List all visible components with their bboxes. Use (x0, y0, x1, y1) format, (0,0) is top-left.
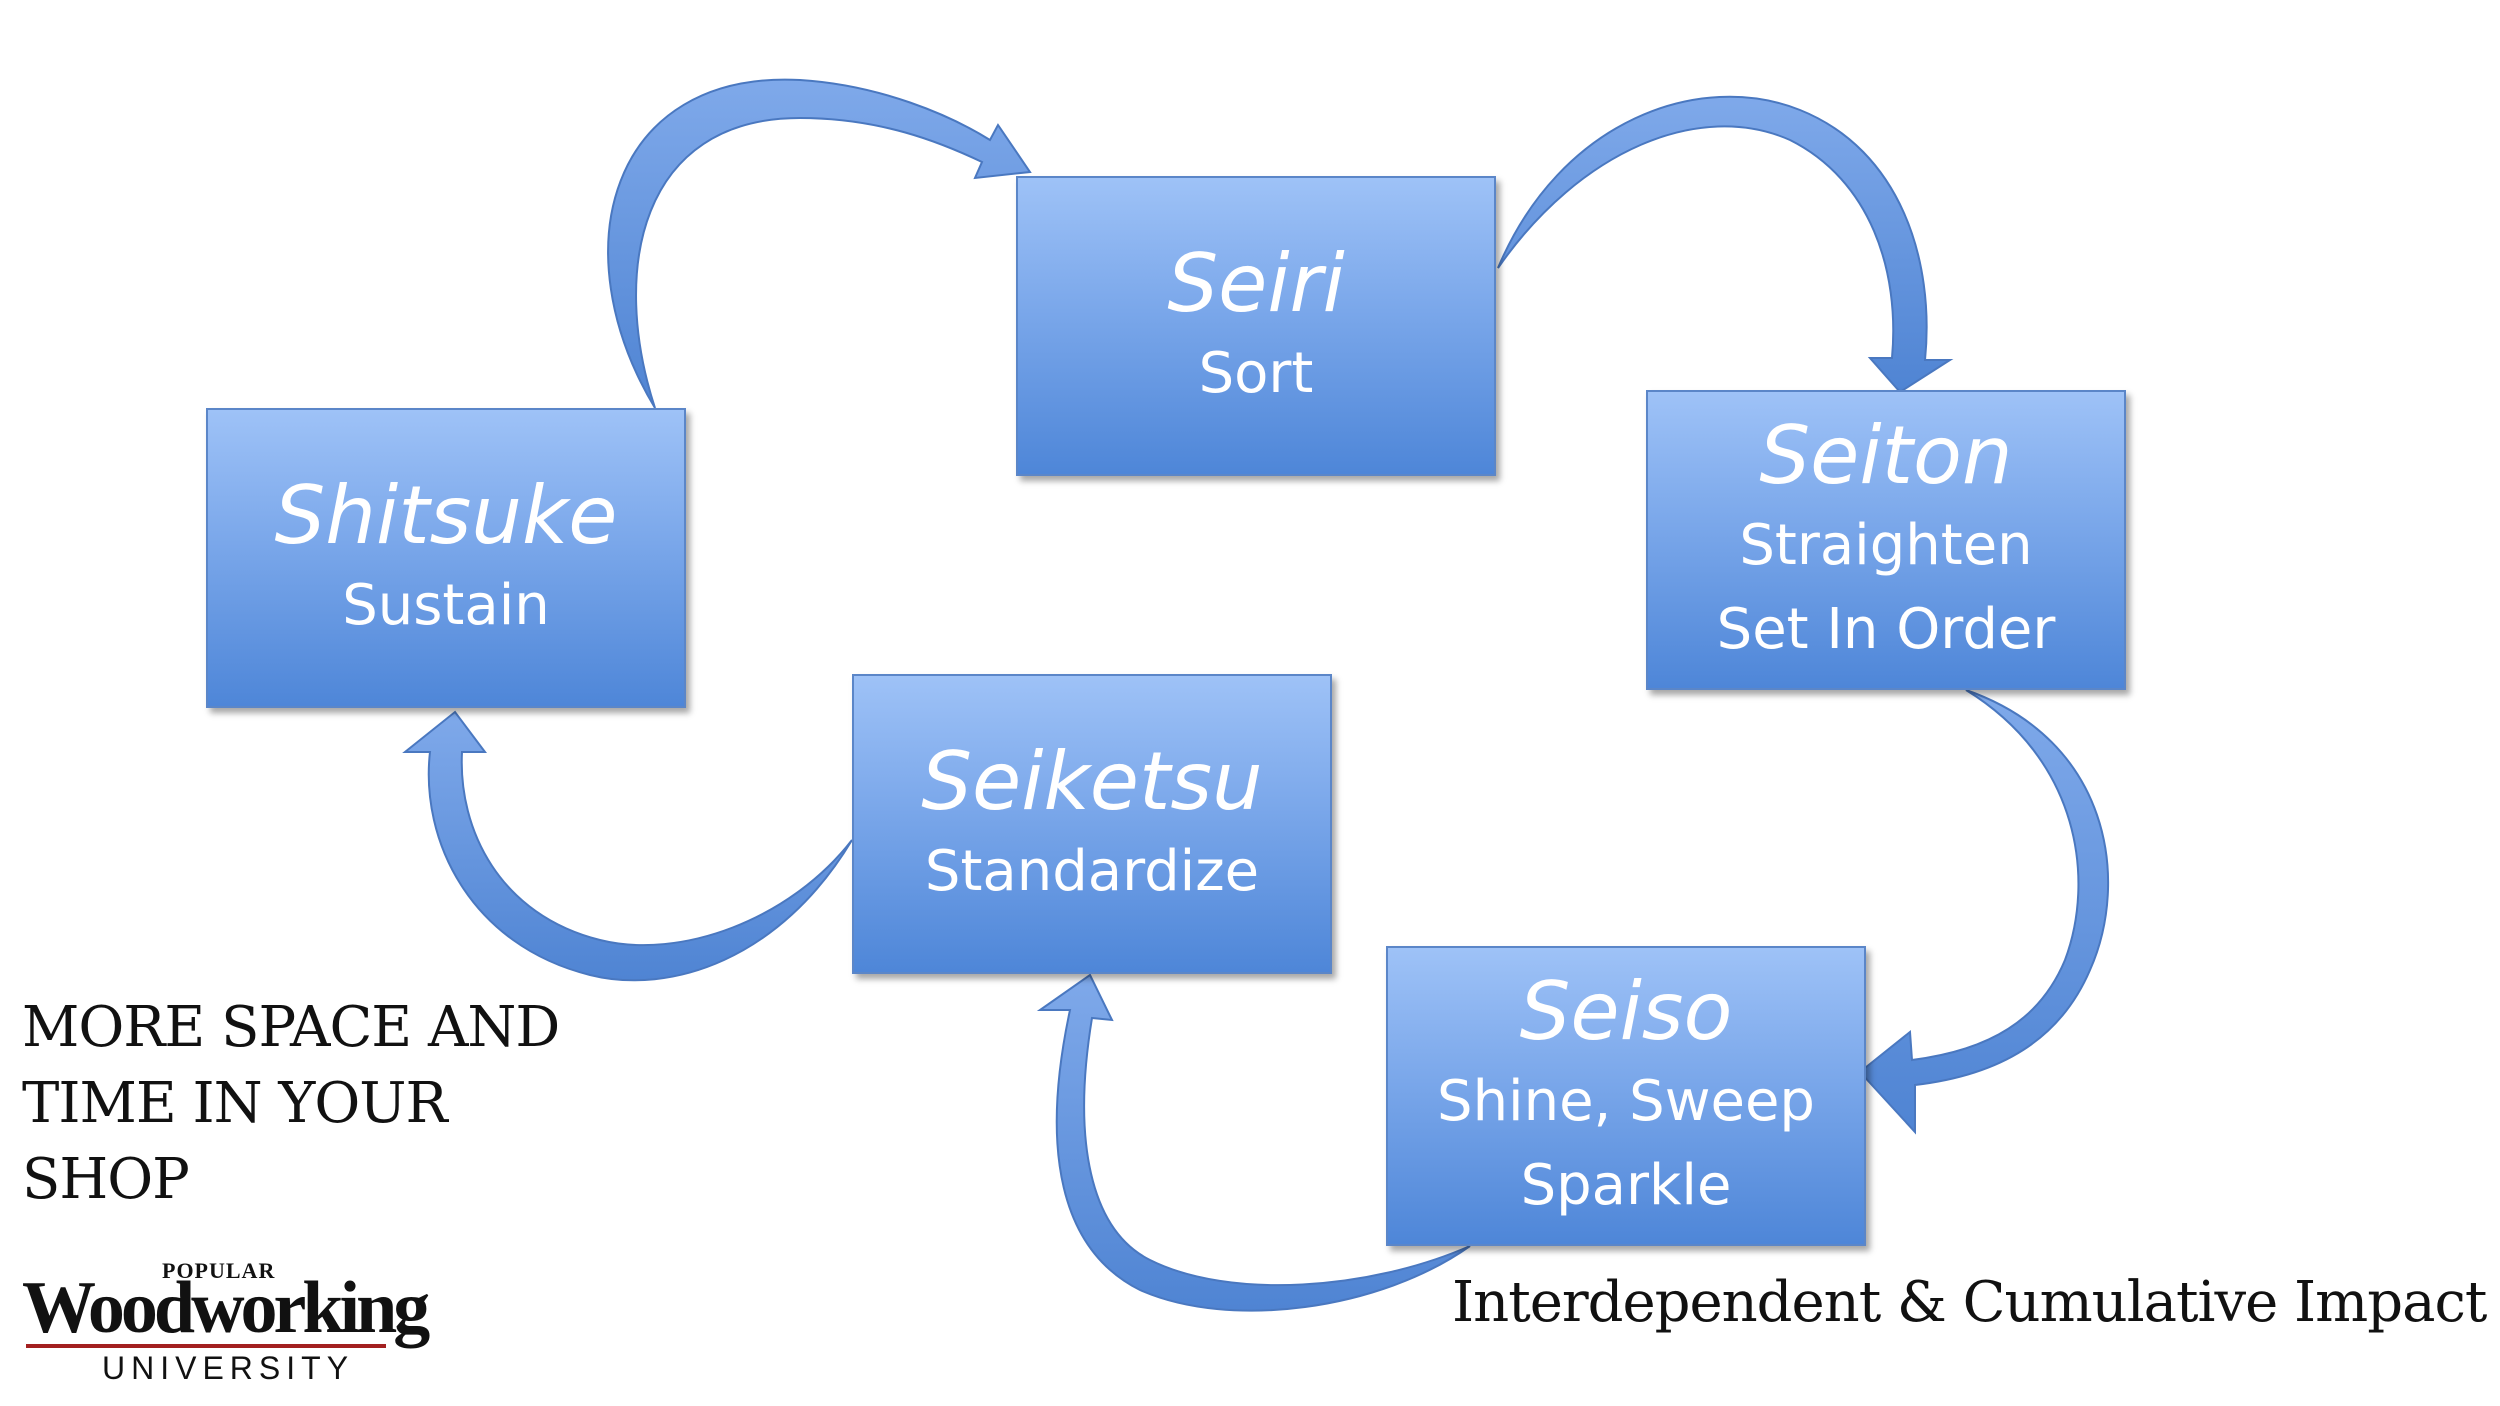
step-subtitle-shitsuke: Sustain (342, 573, 550, 638)
caption-line-1: MORE SPACE AND (22, 995, 560, 1060)
step-box-shitsuke: Shitsuke Sustain (206, 408, 686, 708)
caption-more-space: MORE SPACE AND TIME IN YOUR SHOP (22, 990, 642, 1218)
arrow-seiri-to-seiton (1497, 95, 1954, 394)
step-box-seiso: Seiso Shine, Sweep Sparkle (1386, 946, 1866, 1246)
step-title-seiri: Seiri (1167, 237, 1345, 330)
step-subtitle-seiso-1: Shine, Sweep (1437, 1069, 1815, 1134)
popular-woodworking-logo: POPULAR Woodworking UNIVERSITY (22, 1258, 430, 1386)
step-subtitle-seiri: Sort (1198, 341, 1314, 406)
step-box-seiri: Seiri Sort (1016, 176, 1496, 476)
logo-top-text: POPULAR (162, 1258, 276, 1283)
step-subtitle-seiso-2: Sparkle (1520, 1153, 1732, 1218)
step-box-seiketsu: Seiketsu Standardize (852, 674, 1332, 974)
impact-caption: Interdependent & Cumulative Impact (1452, 1270, 2487, 1335)
arrow-shitsuke-to-seiri (607, 78, 1032, 409)
arrow-seiketsu-to-shitsuke (402, 710, 853, 982)
arrow-seiso-to-seiketsu (1036, 973, 1471, 1312)
step-box-seiton: Seiton Straighten Set In Order (1646, 390, 2126, 690)
logo-rule (26, 1344, 386, 1348)
step-title-seiketsu: Seiketsu (921, 735, 1263, 828)
step-title-shitsuke: Shitsuke (274, 469, 618, 562)
step-subtitle-seiketsu: Standardize (924, 839, 1260, 904)
step-title-seiso: Seiso (1519, 965, 1733, 1058)
logo-main-text: Woodworking (22, 1267, 430, 1349)
step-subtitle-seiton-2: Set In Order (1716, 597, 2056, 662)
step-title-seiton: Seiton (1759, 409, 2013, 502)
caption-line-2: TIME IN YOUR (22, 1071, 448, 1136)
caption-line-3: SHOP (22, 1147, 190, 1212)
logo-bottom-text: UNIVERSITY (102, 1350, 355, 1386)
step-subtitle-seiton-1: Straighten (1739, 513, 2033, 578)
arrow-seiton-to-seiso (1858, 689, 2110, 1135)
